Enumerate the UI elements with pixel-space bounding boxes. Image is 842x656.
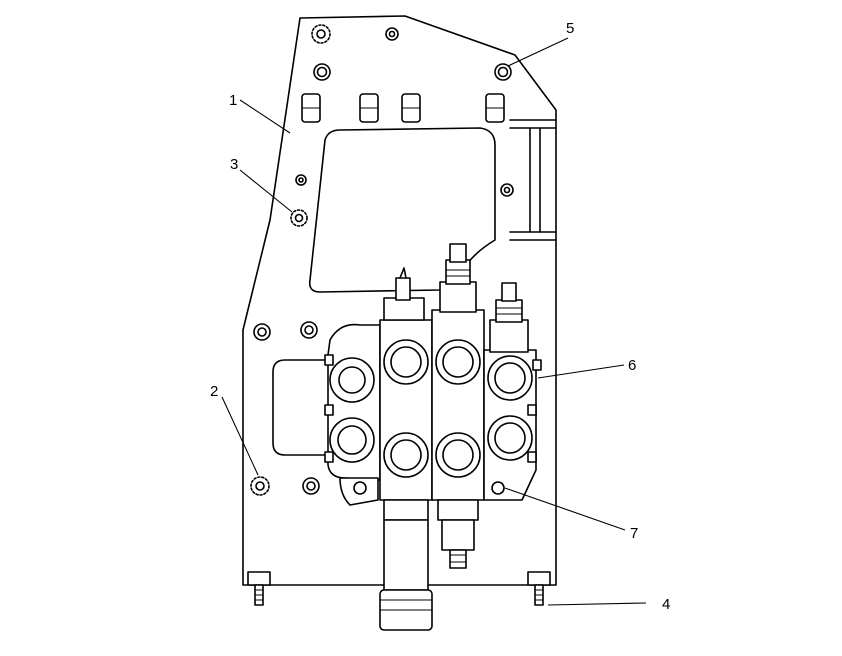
hole-item-2 [250,476,270,496]
callout-1: 1 [229,92,237,109]
hole-item-5 [494,63,512,81]
side-bracket [509,119,557,241]
callout-3: 3 [230,156,238,173]
leader-lines [221,37,647,606]
mounting-plate [242,15,557,586]
callout-5: 5 [566,20,574,37]
hole-item-3 [290,209,308,227]
side-holes [250,174,514,496]
plate-slots [301,93,505,123]
bottom-bolts [247,571,551,606]
callout-4: 4 [662,596,670,613]
callout-6: 6 [628,357,636,374]
callout-7: 7 [630,525,638,542]
bolt-item-4 [527,571,551,586]
callout-2: 2 [210,383,218,400]
lower-window-cutout [272,359,331,456]
control-valve [324,243,542,631]
top-holes [311,24,512,81]
